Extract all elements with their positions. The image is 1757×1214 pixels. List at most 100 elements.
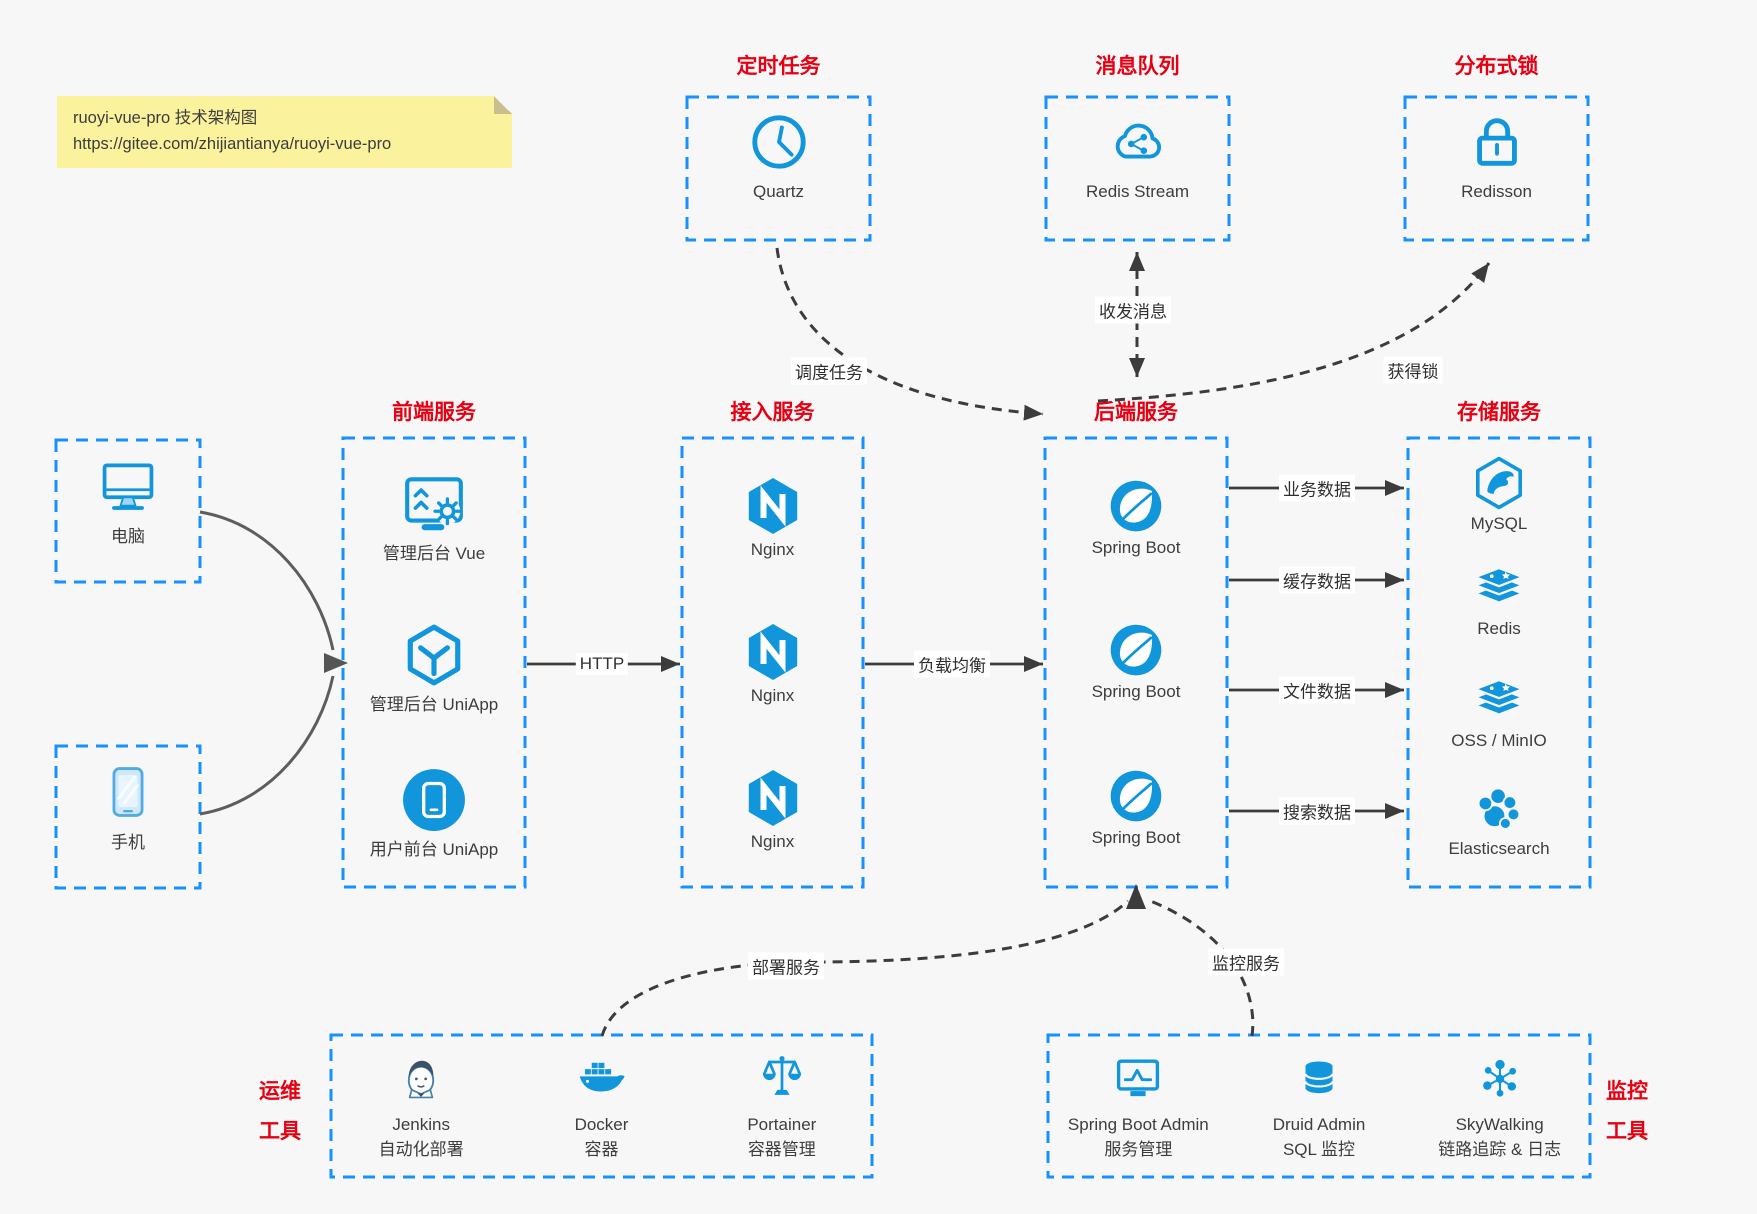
- nginx-icon: [741, 474, 805, 538]
- node-quartz: Quartz: [687, 97, 870, 240]
- docker-icon: [580, 1062, 626, 1092]
- nginx-icon: [741, 766, 805, 830]
- portainer-icon: [761, 1054, 803, 1097]
- node-label: MySQL: [1470, 514, 1528, 533]
- node-sublabel: SQL 监控: [1282, 1139, 1356, 1159]
- node-label: 管理后台 Vue: [382, 544, 486, 563]
- admin-vue-icon: [401, 471, 467, 537]
- node-sublabel: 链路追踪 & 日志: [1438, 1139, 1562, 1159]
- spring-icon: [1109, 623, 1163, 677]
- node-docker: Docker 容器: [511, 1035, 691, 1177]
- group-monitor-tools: Spring Boot Admin 服务管理 Druid Admin SQL 监…: [1048, 1035, 1590, 1177]
- node-label: Nginx: [750, 686, 795, 705]
- skywalking-icon: [1481, 1058, 1517, 1098]
- group-title-scheduled-task: 定时任务: [736, 55, 821, 78]
- note-fold-corner: [494, 96, 512, 114]
- node-oss-minio: OSS / MinIO: [1408, 671, 1590, 751]
- nginx-icon: [741, 620, 805, 684]
- node-redisson: Redisson: [1405, 97, 1588, 240]
- node-druid-admin: Druid Admin SQL 监控: [1229, 1035, 1410, 1177]
- node-label: Spring Boot Admin: [1067, 1115, 1209, 1134]
- node-label: Redisson: [1461, 182, 1532, 201]
- uniapp-user-icon: [401, 767, 467, 833]
- node-label: Nginx: [750, 832, 795, 851]
- node-label: 手机: [111, 833, 145, 852]
- node-jenkins: Jenkins 自动化部署: [331, 1035, 511, 1177]
- edge-label-acquire-lock: 获得锁: [1383, 356, 1443, 384]
- note-title: ruoyi-vue-pro 技术架构图: [73, 109, 258, 127]
- node-spring-boot-admin: Spring Boot Admin 服务管理: [1048, 1035, 1229, 1177]
- node-label: Redis Stream: [1086, 182, 1189, 201]
- node-spring-boot-2: Spring Boot: [1045, 620, 1227, 702]
- note-url: https://gitee.com/zhijiantianya/ruoyi-vu…: [73, 134, 392, 153]
- node-admin-vue: 管理后台 Vue: [343, 471, 525, 564]
- column-frontend: 管理后台 Vue 管理后台 UniApp 用户前台 UniApp: [343, 438, 525, 887]
- node-label: 用户前台 UniApp: [369, 840, 499, 859]
- node-elasticsearch: Elasticsearch: [1408, 779, 1590, 859]
- edge-label-schedule-task: 调度任务: [791, 357, 867, 385]
- node-label: Nginx: [750, 540, 795, 559]
- node-nginx-1: Nginx: [682, 474, 863, 560]
- node-label: Quartz: [752, 182, 805, 201]
- desktop-icon: [102, 463, 154, 510]
- edge-label-http: HTTP: [575, 653, 629, 675]
- column-title-backend: 后端服务: [1094, 401, 1178, 424]
- lock-icon: [1466, 111, 1528, 173]
- storage-stack-icon: [1474, 678, 1524, 716]
- node-mysql: MySQL: [1408, 454, 1590, 534]
- node-label: Druid Admin: [1272, 1115, 1366, 1134]
- column-backend: Spring Boot Spring Boot Spring Boot: [1045, 438, 1227, 887]
- edge-label-load-balance: 负载均衡: [914, 650, 990, 678]
- column-title-storage: 存储服务: [1457, 401, 1541, 424]
- group-title-monitor-tools: 监控工具: [1606, 1080, 1648, 1143]
- node-sublabel: 自动化部署: [378, 1139, 464, 1159]
- mysql-icon: [1475, 456, 1523, 510]
- node-label: Redis: [1477, 619, 1521, 638]
- node-nginx-2: Nginx: [682, 620, 863, 706]
- node-skywalking: SkyWalking 链路追踪 & 日志: [1409, 1035, 1590, 1177]
- spring-icon: [1109, 479, 1163, 533]
- node-redis: Redis: [1408, 559, 1590, 639]
- node-label: 管理后台 UniApp: [369, 695, 499, 714]
- edge-label-deploy-service: 部署服务: [748, 952, 824, 980]
- edge-label-file-data: 文件数据: [1279, 676, 1355, 704]
- phone-icon: [112, 767, 144, 817]
- column-gateway: Nginx Nginx Nginx: [682, 438, 863, 887]
- node-user-uniapp: 用户前台 UniApp: [343, 767, 525, 860]
- node-label: Spring Boot: [1091, 538, 1181, 557]
- sticky-note: ruoyi-vue-pro 技术架构图 https://gitee.com/zh…: [57, 96, 512, 168]
- node-pc-client: 电脑: [56, 440, 200, 582]
- node-label: Portainer: [747, 1115, 817, 1134]
- node-label: Spring Boot: [1091, 828, 1181, 847]
- group-title-ops-tools: 运维工具: [259, 1080, 301, 1143]
- column-storage: MySQL Redis OSS / MinIO Elasticsearch: [1408, 438, 1590, 887]
- elasticsearch-icon: [1477, 787, 1521, 830]
- node-sublabel: 容器: [584, 1139, 619, 1159]
- node-spring-boot-1: Spring Boot: [1045, 476, 1227, 558]
- edge-label-business-data: 业务数据: [1279, 474, 1355, 502]
- node-spring-boot-3: Spring Boot: [1045, 766, 1227, 848]
- group-title-distributed-lock: 分布式锁: [1454, 55, 1539, 78]
- node-sublabel: 服务管理: [1104, 1139, 1173, 1159]
- group-ops-tools: Jenkins 自动化部署 Docker 容器 Portainer 容器管理: [331, 1035, 872, 1177]
- redis-icon: [1474, 566, 1524, 604]
- node-nginx-3: Nginx: [682, 766, 863, 852]
- node-sublabel: 容器管理: [747, 1139, 816, 1159]
- cloud-stream-icon: [1115, 123, 1161, 159]
- node-label: Spring Boot: [1091, 682, 1181, 701]
- node-label: Docker: [574, 1115, 629, 1134]
- group-title-message-queue: 消息队列: [1095, 55, 1180, 78]
- uniapp-cube-icon: [401, 622, 467, 688]
- edge-label-send-receive-msg: 收发消息: [1095, 296, 1171, 324]
- clock-icon: [748, 111, 810, 173]
- node-label: 电脑: [111, 527, 145, 546]
- node-label: SkyWalking: [1455, 1115, 1544, 1134]
- node-label: Jenkins: [392, 1115, 450, 1134]
- node-mobile-client: 手机: [56, 746, 200, 888]
- edge-label-monitor-service: 监控服务: [1208, 948, 1284, 976]
- edge-label-cache-data: 缓存数据: [1279, 566, 1355, 594]
- column-title-gateway: 接入服务: [730, 401, 815, 424]
- druid-icon: [1304, 1060, 1334, 1095]
- node-label: OSS / MinIO: [1451, 731, 1547, 750]
